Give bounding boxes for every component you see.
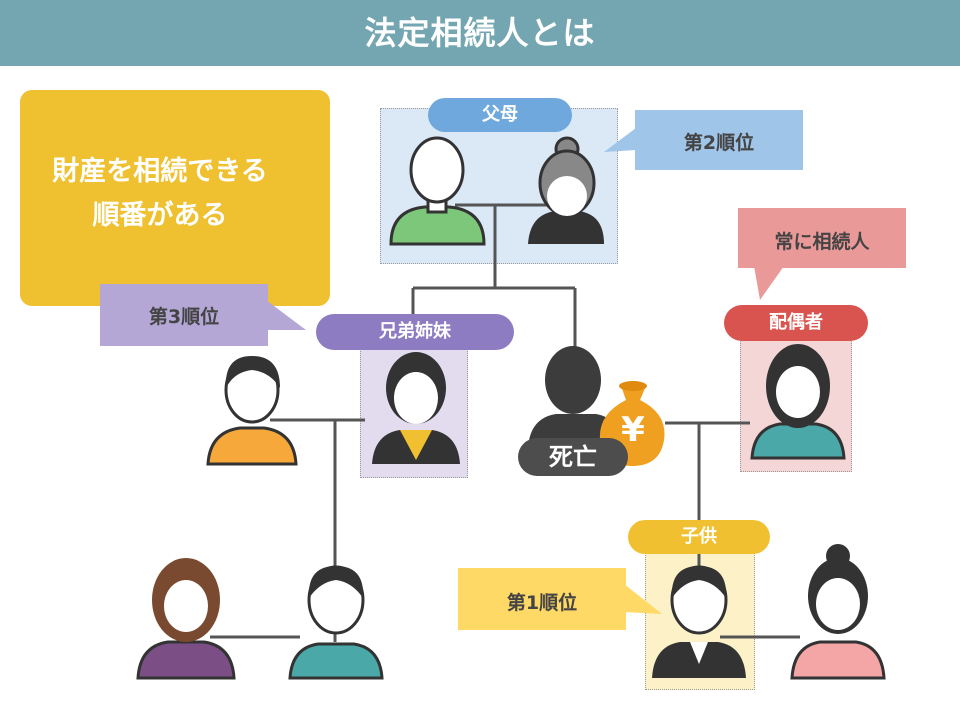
children-label: 子供 (628, 520, 770, 554)
sibling-man-icon (206, 356, 298, 466)
note-box (20, 90, 330, 306)
callout-rank2: 第2順位 (683, 132, 755, 154)
mother-icon (528, 136, 604, 244)
page-title: 法定相続人とは (364, 14, 596, 52)
callout-rank3: 第3順位 (148, 306, 220, 328)
callout-rank2-shape (604, 110, 803, 170)
spouse-icon (750, 344, 846, 460)
siblings-label: 兄弟姉妹 (316, 314, 514, 350)
callout-rank1: 第1順位 (506, 592, 578, 614)
note-line-2: 順番がある (92, 200, 228, 231)
callout-always: 常に相続人 (774, 231, 870, 253)
niece-icon (136, 558, 236, 680)
child-son-icon (652, 565, 746, 678)
spouse-label: 配偶者 (724, 305, 868, 341)
sibling-woman-icon (372, 352, 460, 464)
child-spouse-icon (790, 544, 886, 680)
yen-symbol: ¥ (621, 410, 645, 450)
nephew-icon (288, 565, 384, 680)
note-line-1: 財産を相続できる (52, 156, 268, 187)
parents-label: 父母 (428, 98, 572, 132)
father-icon (389, 136, 486, 246)
callout-rank3-shape (100, 284, 306, 346)
title-bar (0, 0, 960, 66)
deceased-label: 死亡 (518, 438, 628, 476)
callout-always-shape (738, 208, 906, 300)
note-text: 財産を相続できる 順番がある (20, 150, 300, 238)
callout-rank1-shape (458, 568, 662, 630)
